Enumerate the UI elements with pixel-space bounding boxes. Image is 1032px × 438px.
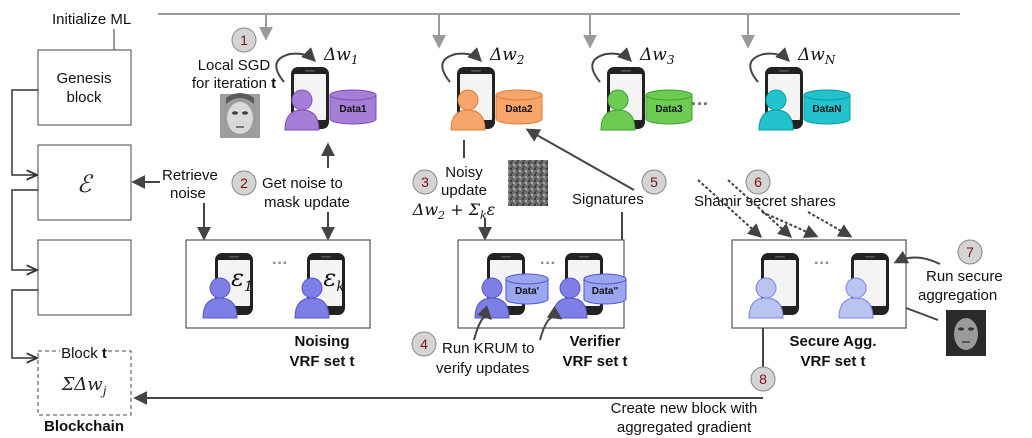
verifier-data-2-label: Data'' (592, 286, 618, 297)
chain-link-2 (11, 189, 38, 270)
verifier-title: Verifier (570, 333, 621, 350)
verifier-data-1: Data' (505, 273, 549, 305)
genesis-block-label-2: block (66, 89, 102, 106)
secure-agg-arrow (893, 250, 941, 265)
secure-agg-subtitle: VRF set t (800, 353, 865, 370)
step-6-number: 6 (754, 174, 762, 190)
step-3-formula: Δw2 + Σkε (412, 200, 495, 222)
verifier-subtitle: VRF set t (562, 353, 627, 370)
step-4-number: 4 (420, 336, 428, 352)
signatures-arrow (525, 128, 635, 191)
worker-data-1-label: Data1 (339, 104, 367, 115)
step-7-number: 7 (966, 244, 974, 260)
verifier-data-1-label: Data' (515, 286, 539, 297)
noising-person-1 (202, 277, 238, 319)
step-7-circle (957, 239, 983, 265)
step-1-text-2: for iteration t (192, 75, 276, 92)
block-t (37, 350, 132, 416)
noisy-update-thumbnail (508, 160, 548, 206)
worker-data-4: DataN (803, 89, 851, 125)
secure-agg-out-line (905, 307, 939, 321)
noising-person-2 (294, 277, 330, 319)
step-3-number: 3 (421, 174, 429, 190)
step-3-circle (412, 169, 438, 195)
face-thumbnail-1 (220, 93, 260, 138)
update-loop-arrow-1 (275, 47, 316, 83)
worker-data-2: Data2 (495, 89, 543, 125)
worker-person-3 (600, 89, 636, 131)
step-1-text-1: Local SGD (198, 57, 271, 74)
step-4-circle (411, 331, 437, 357)
secure-person-2 (838, 277, 874, 319)
krum-arrow-2 (539, 305, 563, 341)
step-2-getnoise-1: Get noise to (262, 175, 343, 192)
face-thumbnail-2 (946, 310, 986, 356)
worker-data-3-label: Data3 (655, 104, 683, 115)
noising-ellipsis: ··· (272, 255, 288, 272)
noise-block-symbol: ℰ (77, 170, 94, 198)
update-loop-arrow-4 (749, 47, 790, 83)
step-7-text-2: aggregation (918, 287, 997, 304)
step-8-text-1: Create new block with (611, 400, 758, 417)
step-1-number: 1 (240, 32, 248, 48)
step-5-text: Signatures (572, 191, 644, 208)
block-t-title: Block t (61, 345, 107, 362)
delta-w-4: ΔwN (797, 45, 836, 67)
blockchain-label: Blockchain (44, 418, 124, 435)
noise-block (37, 144, 132, 221)
verifier-ellipsis: ··· (540, 255, 556, 272)
update-loop-arrow-2 (441, 47, 482, 83)
step-5-number: 5 (650, 174, 658, 190)
genesis-block (37, 49, 132, 126)
verifier-person-2 (552, 277, 588, 319)
step-5-circle (641, 169, 667, 195)
delta-w-2: Δw2 (489, 45, 524, 67)
worker-data-3: Data3 (645, 89, 693, 125)
secure-ellipsis: ··· (814, 255, 830, 272)
krum-arrow-1 (473, 305, 492, 341)
delta-w-1: Δw1 (323, 45, 358, 67)
step-6-text: Shamir secret shares (694, 193, 836, 210)
worker-person-2 (450, 89, 486, 131)
step-6-circle (745, 169, 771, 195)
noise-epsilon-1: ε1 (231, 264, 253, 295)
step-2-circle (231, 170, 257, 196)
step-2-retrieve-2: noise (170, 185, 206, 202)
secure-person-1 (748, 277, 784, 319)
worker-data-1: Data1 (329, 89, 377, 125)
chain-link-1 (11, 89, 38, 175)
shamir-share-arrows (697, 179, 853, 238)
top-ellipsis: ··· (691, 94, 709, 114)
initialize-ml-label: Initialize ML (52, 11, 131, 28)
worker-person-1 (284, 89, 320, 131)
step-2-getnoise-2: mask update (264, 194, 350, 211)
secure-agg-title: Secure Agg. (790, 333, 877, 350)
worker-data-2-label: Data2 (505, 104, 533, 115)
genesis-block-label-1: Genesis (56, 70, 111, 87)
step-2-number: 2 (240, 175, 248, 191)
empty-block (37, 239, 132, 316)
noise-epsilon-2: εk (323, 264, 344, 295)
step-2-retrieve-1: Retrieve (162, 167, 218, 184)
delta-w-3: Δw3 (639, 45, 675, 67)
step-4-text-2: verify updates (436, 360, 529, 377)
step-8-text-2: aggregated gradient (617, 419, 752, 436)
step-8-number: 8 (759, 371, 767, 387)
step-3-text-1: Noisy (445, 164, 483, 181)
noising-title: Noising (295, 333, 350, 350)
step-8-circle (750, 366, 776, 392)
step-4-text-1: Run KRUM to (442, 340, 535, 357)
worker-person-4 (758, 89, 794, 131)
chain-link-3 (11, 289, 38, 358)
step-1-circle (231, 27, 257, 53)
step-7-text-1: Run secure (926, 268, 1003, 285)
block-t-sum: ΣΔwj (61, 374, 107, 398)
step-3-text-2: update (441, 182, 487, 199)
verifier-data-2: Data'' (583, 273, 627, 305)
worker-data-4-label: DataN (813, 104, 842, 115)
noising-subtitle: VRF set t (289, 353, 354, 370)
update-loop-arrow-3 (591, 47, 632, 83)
